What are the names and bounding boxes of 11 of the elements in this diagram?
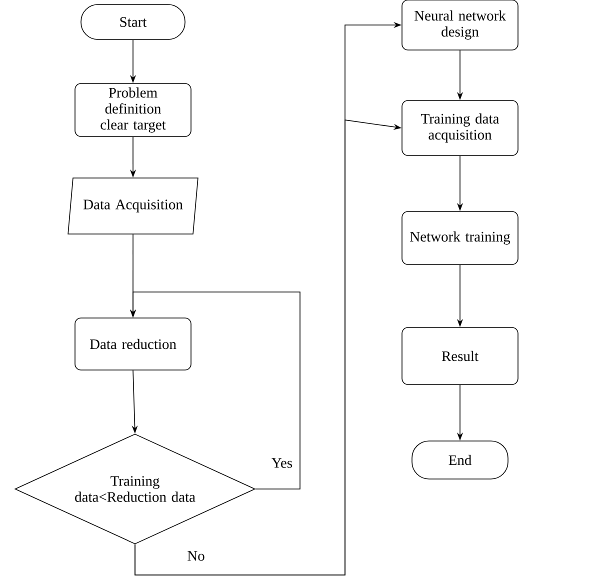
edge-label: Yes (270, 457, 294, 469)
process-box: Neural network design (402, 0, 518, 50)
start-terminal: Start (80, 4, 186, 40)
process-box: Result (402, 327, 518, 385)
process-box: Data reduction (74, 318, 192, 370)
edge-label: No (186, 550, 206, 562)
process-box: Network training (402, 211, 518, 265)
input-parallelogram: Data Acquisition (68, 178, 198, 234)
end-terminal: End (412, 440, 508, 480)
process-box: Problem definition clear target (74, 83, 192, 137)
process-box: Training data acquisition (402, 100, 518, 156)
